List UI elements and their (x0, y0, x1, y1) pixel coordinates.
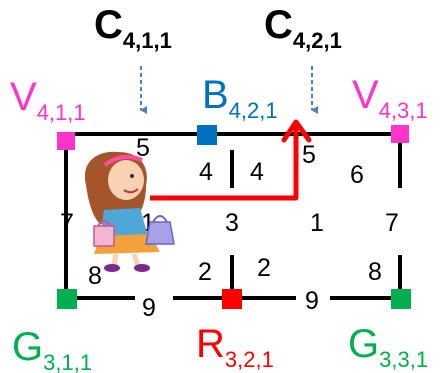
node-r321-square (222, 289, 242, 309)
route-arrowhead (281, 119, 312, 143)
weight-left-lower: 7 (60, 209, 74, 237)
node-g311-square (57, 289, 77, 309)
node-labels: C4,1,1 C4,2,1 V4,1,1 B4,2,1 V4,3,1 G3,1,… (10, 3, 428, 373)
weight-mid-center: 3 (225, 209, 239, 237)
label-b421: B4,2,1 (202, 73, 278, 123)
label-g311: G3,1,1 (12, 325, 92, 373)
weight-mid-right: 1 (310, 209, 324, 237)
label-g331: G3,3,1 (348, 322, 428, 372)
girl-with-shopping-bags-icon (84, 151, 175, 272)
label-v411: V4,1,1 (10, 75, 86, 125)
label-v431: V4,3,1 (352, 73, 428, 123)
weight-mid-bottom-right: 2 (257, 254, 271, 282)
route-arrow-icon (150, 126, 299, 201)
route-path (150, 119, 312, 201)
node-v431-square (391, 125, 409, 143)
label-r321: R3,2,1 (196, 322, 274, 372)
weight-top-left: 5 (136, 134, 150, 162)
weight-mid-top-left: 4 (199, 158, 213, 186)
weight-right-upper: 7 (385, 209, 399, 237)
weight-top-right-far: 6 (350, 161, 364, 189)
label-c411: C4,1,1 (94, 3, 172, 53)
weight-right-lower: 8 (368, 258, 382, 286)
weight-left-bottom: 8 (88, 262, 102, 290)
weight-bottom-right: 9 (305, 287, 319, 315)
weight-top-right: 5 (302, 141, 316, 169)
edge-weights: 5 5 6 6 4 4 7 1 3 1 7 8 2 2 8 9 9 (60, 134, 399, 322)
weight-mid-bottom-left: 2 (198, 258, 212, 286)
node-v411-square (57, 132, 75, 150)
weight-bottom-left: 9 (142, 294, 156, 322)
weight-mid-top-right: 4 (250, 158, 264, 186)
node-g331-square (391, 289, 411, 309)
label-c421: C4,2,1 (264, 3, 342, 53)
node-b421-square (197, 125, 217, 145)
